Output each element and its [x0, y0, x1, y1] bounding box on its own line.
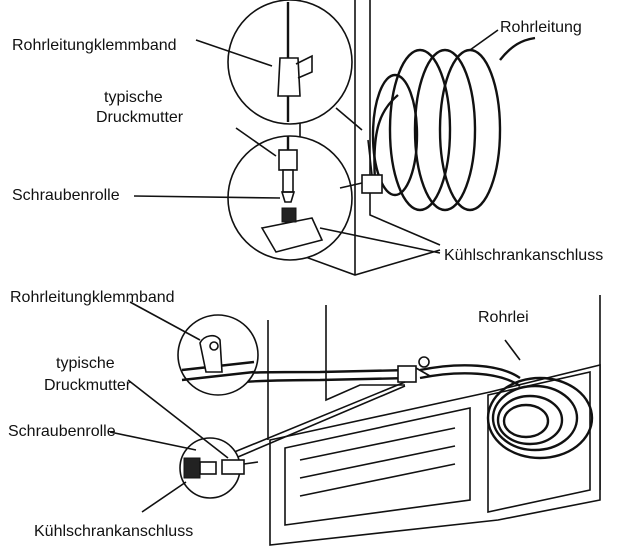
tubing-coil-bottom — [486, 376, 594, 460]
label-top-clamp: Rohrleitungklemmband — [12, 37, 177, 54]
tubing-coil-top — [371, 36, 536, 212]
label-bottom-roller: Schraubenrolle — [8, 423, 116, 440]
bottom-clamp-detail — [177, 314, 259, 396]
label-bottom-nut-line2: Druckmutter — [44, 377, 132, 394]
top-clamp-detail — [227, 0, 353, 125]
label-top-tubing: Rohrleitung — [500, 19, 582, 36]
label-bottom-nut-line1: typische — [56, 355, 115, 372]
label-top-fridge: Kühlschrankanschluss — [444, 247, 603, 264]
label-top-roller: Schraubenrolle — [12, 187, 120, 204]
label-bottom-tubing: Rohrlei — [478, 309, 529, 326]
label-top-nut-line2: Druckmutter — [96, 109, 184, 126]
label-top-nut-line1: typische — [104, 89, 163, 106]
bottom-illustration — [109, 295, 601, 546]
label-bottom-clamp: Rohrleitungklemmband — [10, 289, 175, 306]
top-illustration — [133, 0, 536, 276]
label-bottom-fridge: Kühlschrankanschluss — [34, 523, 193, 540]
bottom-nut-detail — [179, 437, 259, 499]
